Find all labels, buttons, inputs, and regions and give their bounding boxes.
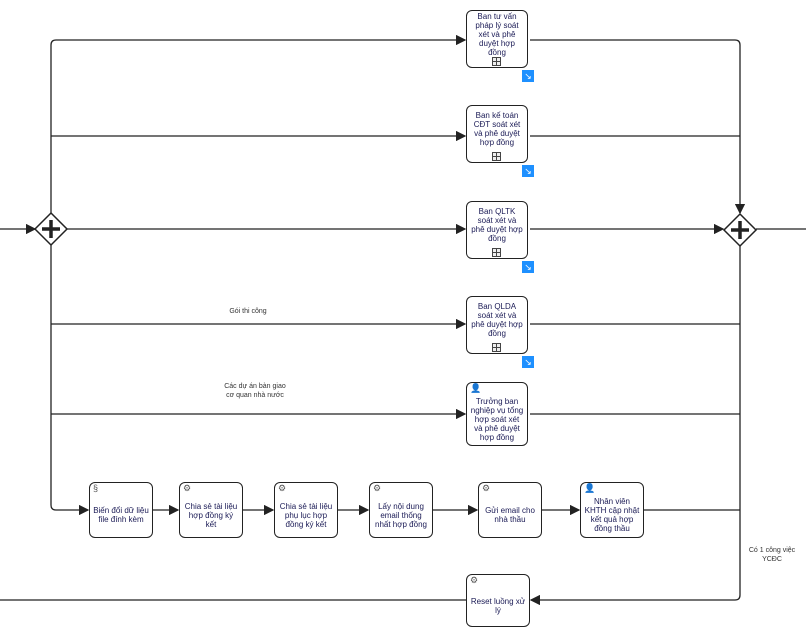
gear-icon: ⚙ — [470, 575, 479, 585]
drilldown-arrow-icon[interactable]: ↘ — [522, 261, 534, 273]
drilldown-arrow-icon[interactable]: ↘ — [522, 70, 534, 82]
task-update-result[interactable]: 👤 Nhân viên KHTH cập nhật kết quả hợp đồn… — [580, 482, 644, 538]
subprocess-expand-icon[interactable] — [492, 343, 501, 352]
subprocess-expand-icon[interactable] — [492, 57, 501, 66]
user-icon: 👤 — [584, 483, 596, 493]
task-get-email-content[interactable]: ⚙ Lấy nội dung email thống nhất hợp đồng — [369, 482, 433, 538]
task-send-email[interactable]: ⚙ Gửi email cho nhà thầu — [478, 482, 542, 538]
task-label: Gửi email cho nhà thầu — [485, 506, 535, 524]
gear-icon: ⚙ — [183, 483, 192, 493]
task-label: Trưởng ban nghiệp vụ tổng hợp soát xét v… — [470, 396, 524, 442]
task-share-contract[interactable]: ⚙ Chia sẻ tài liệu hợp đồng ký kết — [179, 482, 243, 538]
flow-label-goi-thi-cong: Gói thi công — [229, 308, 267, 315]
task-label: Biến đổi dữ liệu file đính kèm — [93, 506, 149, 524]
task-share-appendix[interactable]: ⚙ Chia sẻ tài liệu phụ lục hợp đồng ký kế… — [274, 482, 338, 538]
drilldown-arrow-icon[interactable]: ↘ — [522, 356, 534, 368]
parallel-gateway-join — [722, 212, 758, 248]
user-icon: 👤 — [470, 383, 482, 393]
task-reset-flow[interactable]: ⚙ Reset luồng xử lý — [466, 574, 530, 627]
task-qltk-review[interactable]: Ban QLTK soát xét và phê duyệt hợp đồng — [466, 201, 528, 259]
task-head-review[interactable]: 👤 Trưởng ban nghiệp vụ tổng hợp soát xét … — [466, 382, 528, 446]
task-label: Chia sẻ tài liệu hợp đồng ký kết — [184, 501, 238, 529]
task-transform-attachments[interactable]: § Biến đổi dữ liệu file đính kèm — [89, 482, 153, 538]
drilldown-arrow-icon[interactable]: ↘ — [522, 165, 534, 177]
flow-label-co-1-cong-viec: Có 1 công việc YCĐC — [748, 547, 796, 563]
task-label: Ban QLTK soát xét và phê duyệt hợp đồng — [471, 207, 523, 243]
parallel-gateway-split — [33, 211, 69, 247]
gear-icon: ⚙ — [482, 483, 491, 493]
task-label: Lấy nội dung email thống nhất hợp đồng — [375, 501, 427, 529]
task-label: Reset luồng xử lý — [470, 596, 526, 615]
gear-icon: ⚙ — [373, 483, 382, 493]
script-icon: § — [93, 483, 99, 493]
gear-icon: ⚙ — [278, 483, 287, 493]
subprocess-expand-icon[interactable] — [492, 248, 501, 257]
task-label: Ban tư vấn pháp lý soát xét và phê duyệt… — [475, 11, 519, 57]
task-label: Chia sẻ tài liệu phụ lục hợp đồng ký kết — [279, 501, 333, 529]
task-accounting-review[interactable]: Ban kế toán CĐT soát xét và phê duyệt hợ… — [466, 105, 528, 163]
flow-label-cac-du-an: Các dự án bàn giao cơ quan nhà nước — [224, 383, 286, 399]
task-legal-review[interactable]: Ban tư vấn pháp lý soát xét và phê duyệt… — [466, 10, 528, 68]
task-label: Nhân viên KHTH cập nhật kết quả hợp đồng… — [584, 497, 640, 533]
task-label: Ban kế toán CĐT soát xét và phê duyệt hợ… — [473, 111, 521, 147]
task-label: Ban QLDA soát xét và phê duyệt hợp đồng — [471, 302, 523, 338]
task-qlda-review[interactable]: Ban QLDA soát xét và phê duyệt hợp đồng — [466, 296, 528, 354]
subprocess-expand-icon[interactable] — [492, 152, 501, 161]
